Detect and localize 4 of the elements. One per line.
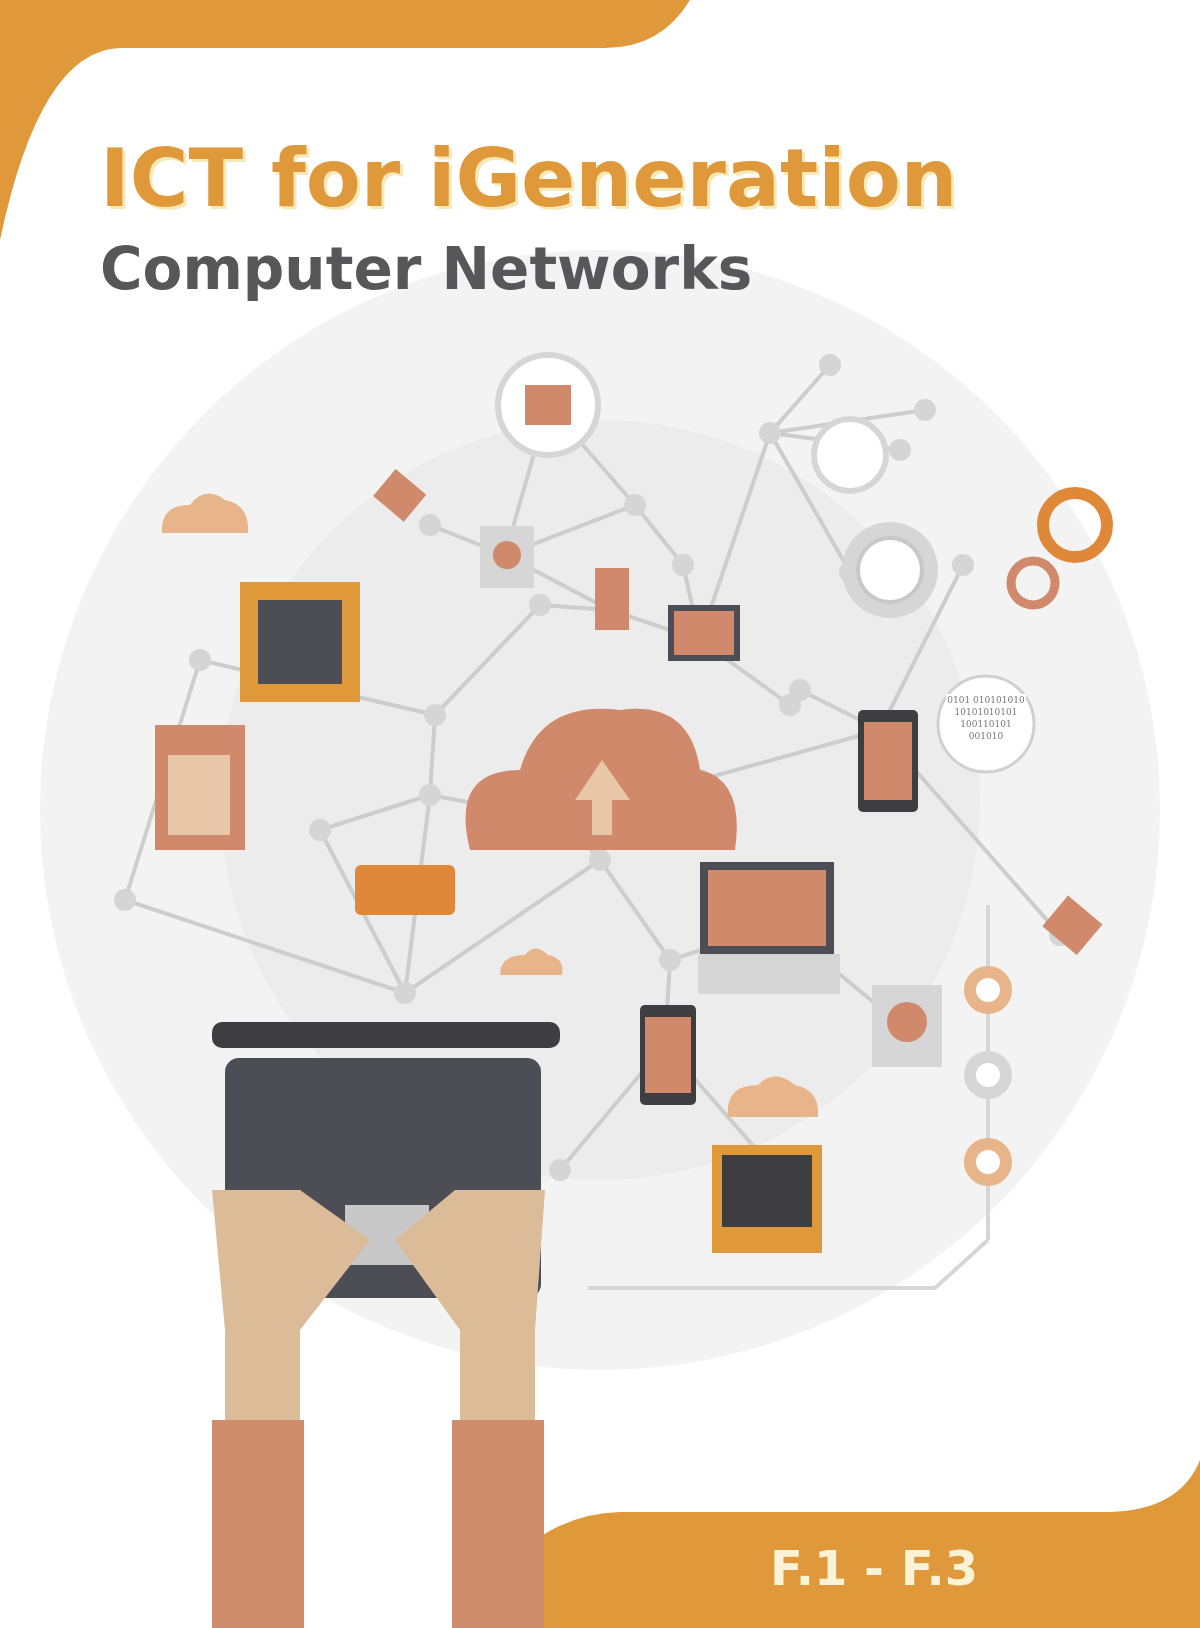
subtitle: Computer Networks [100, 235, 753, 303]
title: ICT for iGeneration [100, 132, 958, 225]
binary-text: 0101 010101010 10101010101 100110101 001010 [946, 694, 1026, 742]
grade-range: F.1 - F.3 [770, 1540, 979, 1596]
